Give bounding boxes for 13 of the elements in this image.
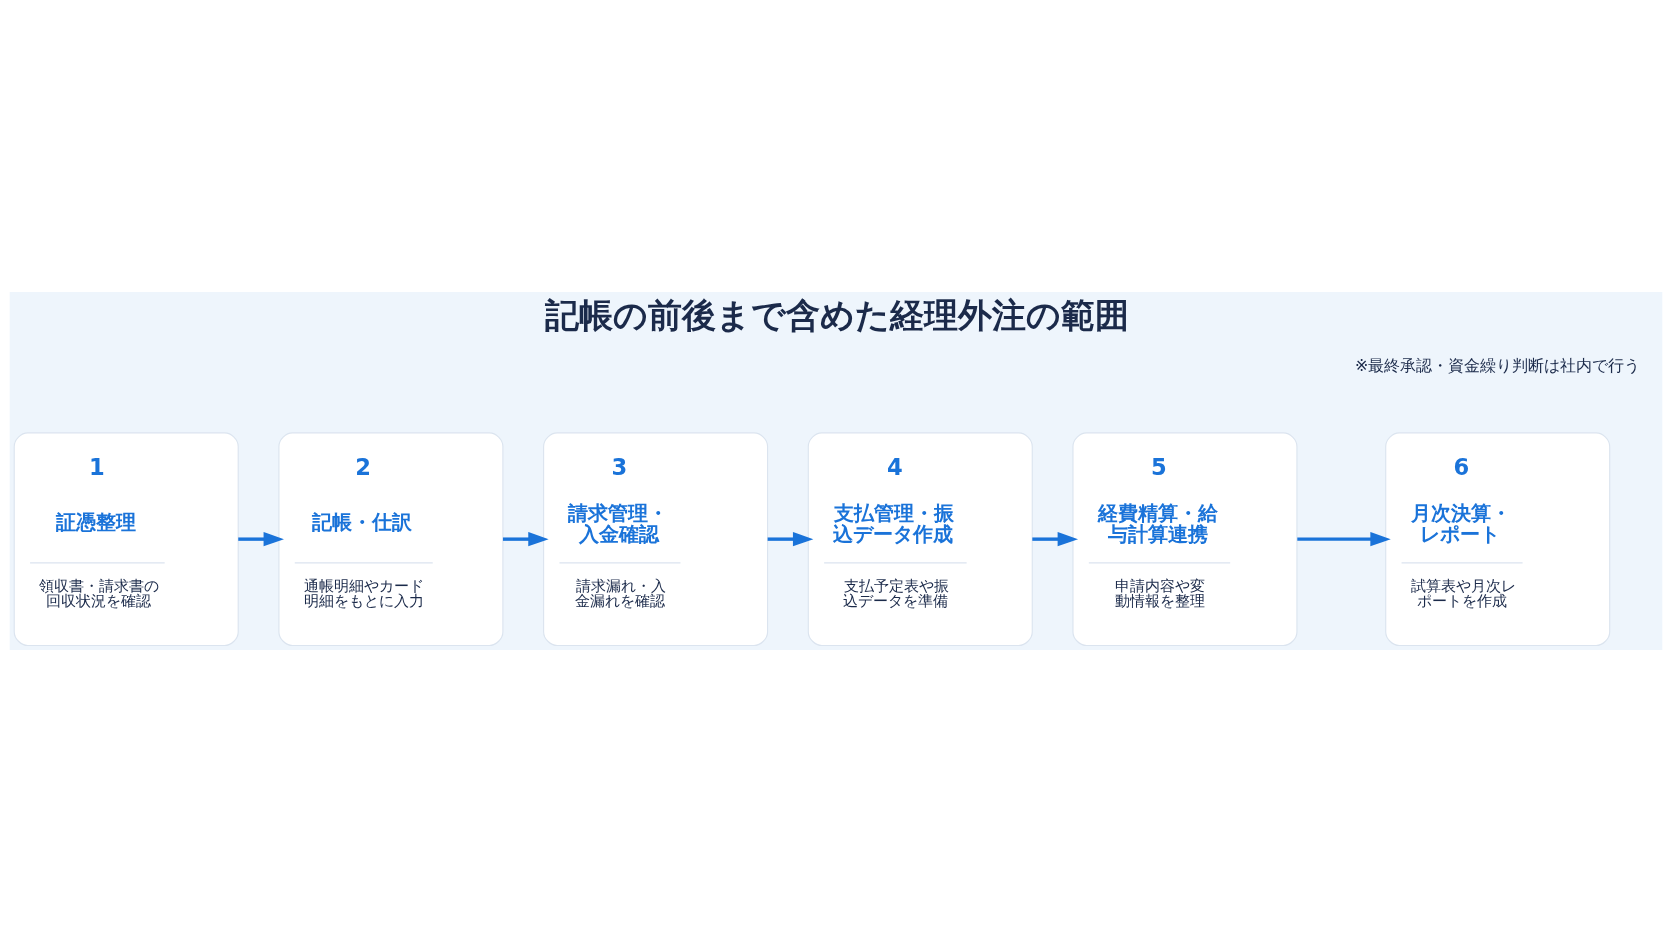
node-box: 2 記帳・仕訳 通帳明細やカード明細をもとに入力: [278, 431, 504, 646]
label: ※最終承認・資金繰り判断は社内で行う: [1355, 355, 1641, 375]
node-box: 5 経費精算・給与計算連携 申請内容や変動情報を整理: [1072, 431, 1298, 646]
arrow: [1032, 531, 1079, 546]
arrow: [767, 531, 814, 546]
node-box: 6 月次決算・レポート 試算表や月次レポートを作成: [1385, 431, 1611, 646]
diagram-title: 記帳の前後まで含めた経理外注の範囲: [544, 295, 1129, 335]
node-box: 4 支払管理・振込データ作成 支払予定表や振込データを準備: [807, 431, 1033, 646]
arrow: [238, 531, 284, 546]
arrow: [1297, 531, 1391, 546]
arrow: [502, 531, 549, 546]
node-box: 1 証憑整理 領収書・請求書の回収状況を確認: [13, 431, 239, 646]
node-box: 3 請求管理・入金確認 請求漏れ・入金漏れを確認: [543, 431, 769, 646]
